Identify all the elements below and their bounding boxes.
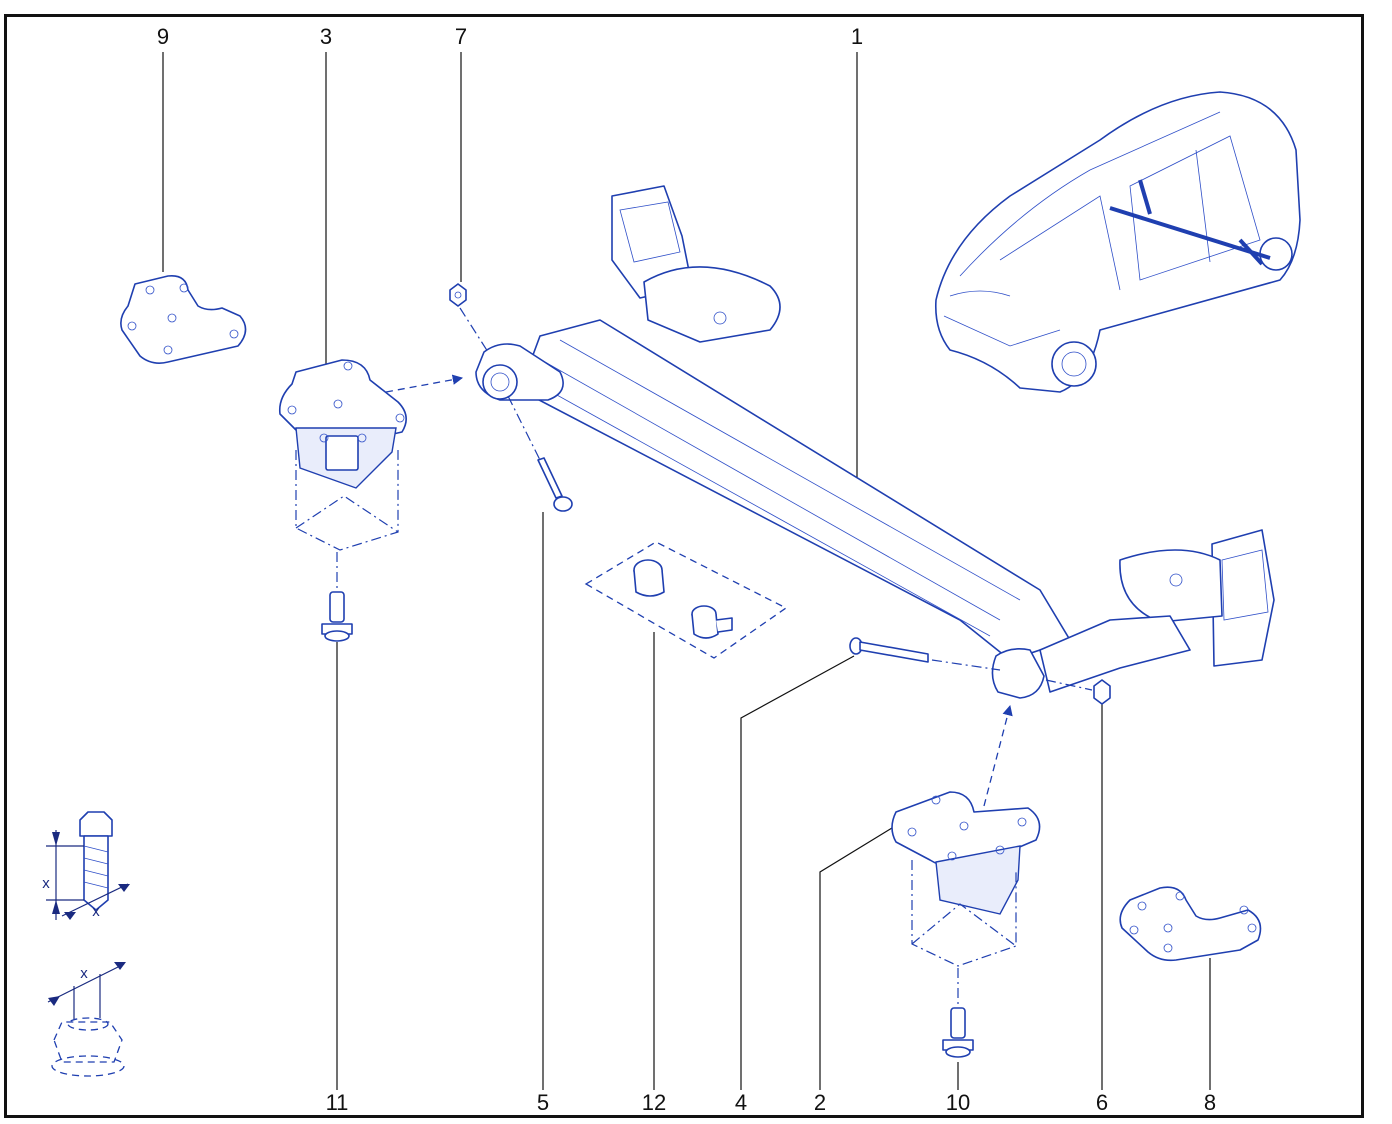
shim-plate-left — [120, 274, 247, 364]
bolt-dimension-x-vertical: x — [42, 875, 50, 892]
nut-dimension-detail: x — [47, 962, 126, 1077]
bolt-left — [321, 552, 353, 642]
callout-2: 2 — [814, 1090, 826, 1115]
arrow-bracket-left — [385, 374, 464, 393]
nut-dimension-x: x — [80, 965, 88, 982]
callout-3: 3 — [320, 24, 332, 49]
bolt-dimension-detail: x x — [42, 811, 130, 920]
shim-plate-right — [1119, 886, 1262, 962]
rear-axle-beam — [475, 185, 1275, 699]
bracket-right — [891, 791, 1041, 967]
callout-7: 7 — [455, 24, 467, 49]
diagram-frame — [4, 14, 1364, 1118]
leader-lines — [162, 52, 1211, 1090]
bolt-right — [942, 968, 974, 1058]
bolt-4 — [849, 637, 1001, 671]
bushing-kit — [584, 541, 788, 659]
callout-11: 11 — [326, 1090, 349, 1115]
callout-9: 9 — [157, 24, 169, 49]
vehicle-locator-illustration — [934, 91, 1301, 393]
callout-10: 10 — [946, 1090, 970, 1115]
nut-6 — [1045, 679, 1111, 705]
callout-5: 5 — [537, 1090, 549, 1115]
bolt-dimension-x-diagonal: x — [92, 903, 100, 920]
callout-8: 8 — [1204, 1090, 1216, 1115]
callout-12: 12 — [642, 1090, 666, 1115]
bracket-left — [278, 359, 407, 551]
bolt-5 — [507, 395, 573, 512]
callout-1: 1 — [851, 24, 863, 49]
callout-4: 4 — [735, 1090, 747, 1115]
callout-6: 6 — [1096, 1090, 1108, 1115]
nut-7 — [449, 283, 489, 353]
arrow-bracket-right — [983, 704, 1013, 807]
